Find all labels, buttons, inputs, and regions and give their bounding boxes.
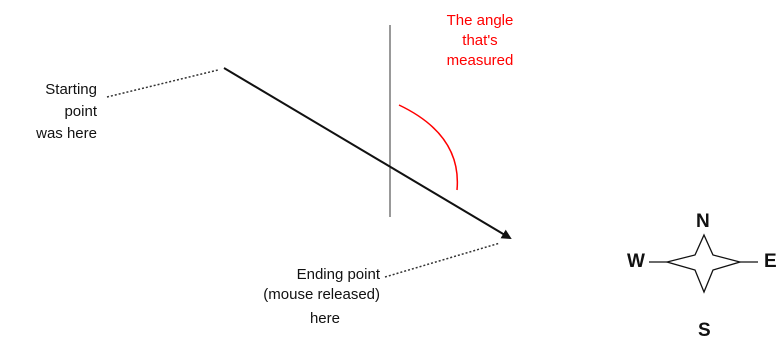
- starting-point-label: Starting point was here: [0, 81, 97, 143]
- angle-label-line-2: that's: [462, 32, 498, 49]
- compass-north-label: N: [696, 211, 710, 232]
- ending-point-line-3: here: [309, 310, 340, 327]
- angle-label-line-3: measured: [446, 52, 514, 69]
- compass-east-label: E: [764, 251, 777, 272]
- ending-point-label: Ending point (mouse released) here: [225, 266, 380, 328]
- drag-direction-arrow: [223, 67, 512, 240]
- end-leader-line: [384, 242, 501, 278]
- compass-rose-icon: [649, 233, 758, 294]
- angle-arc: [398, 104, 459, 191]
- ending-point-line-1: Ending point: [296, 266, 380, 283]
- angle-label-line-1: The angle: [446, 12, 514, 29]
- compass-south-label: S: [698, 320, 711, 341]
- starting-point-line-2: point: [64, 103, 97, 120]
- ending-point-line-2: (mouse released): [263, 286, 380, 303]
- starting-point-line-3: was here: [36, 125, 97, 142]
- start-leader-line: [106, 69, 219, 98]
- angle-label: The angle that's measured: [425, 12, 535, 70]
- starting-point-line-1: Starting: [45, 81, 97, 98]
- compass-west-label: W: [627, 251, 645, 272]
